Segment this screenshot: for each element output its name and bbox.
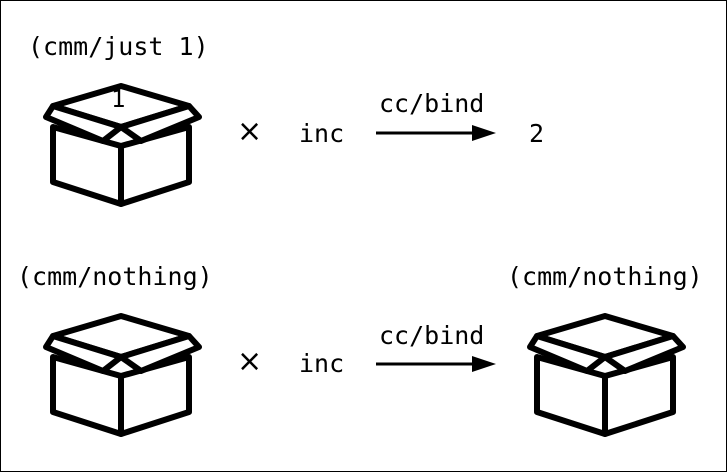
open-box-icon — [527, 313, 686, 437]
function-label: inc — [299, 349, 345, 378]
multiply-icon: × — [237, 114, 263, 149]
open-box-icon — [43, 83, 202, 207]
arrow-label: cc/bind — [379, 321, 485, 350]
open-box-icon — [43, 313, 202, 437]
result-label: (cmm/nothing) — [507, 262, 703, 291]
arrow-label: cc/bind — [379, 89, 485, 118]
right-arrow-icon — [376, 125, 496, 141]
row2-label: (cmm/nothing) — [17, 262, 213, 291]
box-value: 1 — [111, 85, 126, 113]
function-label: inc — [299, 119, 345, 148]
right-arrow-icon — [376, 356, 496, 372]
row1-label: (cmm/just 1) — [28, 32, 209, 61]
multiply-icon: × — [237, 344, 263, 379]
result-value: 2 — [529, 119, 545, 148]
